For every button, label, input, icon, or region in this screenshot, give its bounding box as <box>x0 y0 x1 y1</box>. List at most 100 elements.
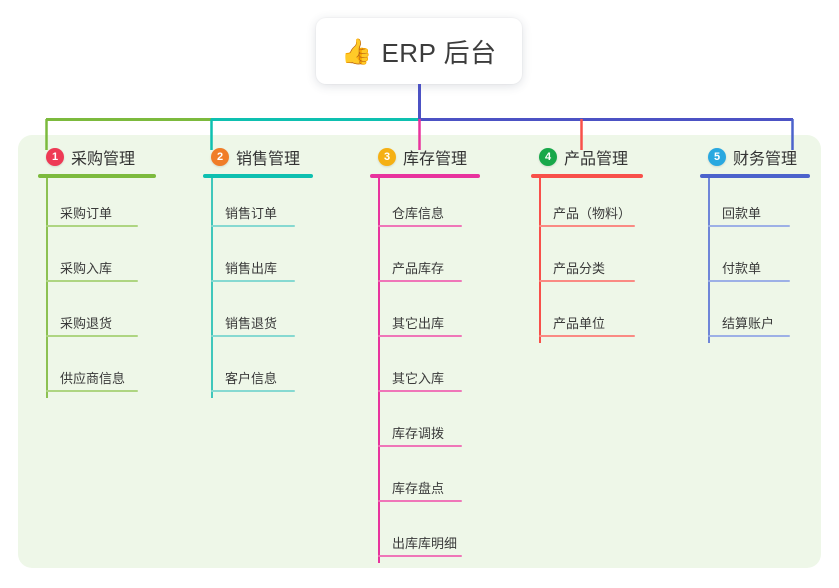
branch-spine-2 <box>211 178 213 398</box>
branch-item[interactable]: 库存调拨 <box>370 398 480 453</box>
branch-spine-3 <box>378 178 380 563</box>
branch-item[interactable]: 产品库存 <box>370 233 480 288</box>
branch-column-5: 5 财务管理回款单付款单结算账户 <box>700 145 810 343</box>
branch-item-label: 产品分类 <box>553 261 606 276</box>
branch-item[interactable]: 库存盘点 <box>370 453 480 508</box>
branch-item[interactable]: 出库库明细 <box>370 508 480 563</box>
branch-item-label: 其它入库 <box>392 371 445 386</box>
branch-item-underline <box>539 280 635 282</box>
branch-item-underline <box>211 280 295 282</box>
branch-item-underline <box>378 390 462 392</box>
branch-item-label: 其它出库 <box>392 316 445 331</box>
branch-title-2: 销售管理 <box>236 151 301 168</box>
branch-title-5: 财务管理 <box>733 151 798 168</box>
branch-item-underline <box>46 225 138 227</box>
branch-item-label: 库存盘点 <box>392 481 445 496</box>
branch-badge-3: 3 <box>378 148 396 166</box>
branch-item-label: 产品单位 <box>553 316 606 331</box>
branch-item[interactable]: 产品分类 <box>531 233 643 288</box>
branch-column-1: 1 采购管理采购订单采购入库采购退货供应商信息 <box>38 145 156 398</box>
branch-header-4[interactable]: 4 产品管理 <box>531 145 643 169</box>
branch-header-1[interactable]: 1 采购管理 <box>38 145 156 169</box>
branch-column-2: 2 销售管理销售订单销售出库销售退货客户信息 <box>203 145 313 398</box>
branches-panel <box>18 135 821 568</box>
branch-item[interactable]: 采购订单 <box>38 178 156 233</box>
branch-item-underline <box>378 445 462 447</box>
branch-item-underline <box>539 335 635 337</box>
branch-item-label: 销售订单 <box>225 206 278 221</box>
branch-item-label: 仓库信息 <box>392 206 445 221</box>
branch-item[interactable]: 付款单 <box>700 233 810 288</box>
branch-item[interactable]: 回款单 <box>700 178 810 233</box>
branch-item-underline <box>378 280 462 282</box>
branch-item-underline <box>378 555 462 557</box>
branch-item-underline <box>46 280 138 282</box>
branch-item-underline <box>539 225 635 227</box>
branch-title-4: 产品管理 <box>564 151 629 168</box>
branch-item[interactable]: 销售退货 <box>203 288 313 343</box>
branch-item[interactable]: 采购入库 <box>38 233 156 288</box>
branch-item-underline <box>46 390 138 392</box>
branch-item[interactable]: 结算账户 <box>700 288 810 343</box>
branch-badge-4: 4 <box>539 148 557 166</box>
branch-items-5: 回款单付款单结算账户 <box>700 178 810 343</box>
branch-underline-2 <box>203 174 313 178</box>
branch-header-3[interactable]: 3 库存管理 <box>370 145 480 169</box>
branch-item[interactable]: 采购退货 <box>38 288 156 343</box>
branch-header-2[interactable]: 2 销售管理 <box>203 145 313 169</box>
branch-item-underline <box>708 280 790 282</box>
branch-underline-1 <box>38 174 156 178</box>
branch-item[interactable]: 销售订单 <box>203 178 313 233</box>
branch-item-label: 回款单 <box>722 206 762 221</box>
branch-badge-5: 5 <box>708 148 726 166</box>
thumbs-up-icon: 👍 <box>341 36 373 66</box>
branch-header-5[interactable]: 5 财务管理 <box>700 145 810 169</box>
branch-underline-5 <box>700 174 810 178</box>
branch-item-label: 销售退货 <box>225 316 278 331</box>
branch-item[interactable]: 其它入库 <box>370 343 480 398</box>
branch-item-label: 采购退货 <box>60 316 113 331</box>
branch-title-3: 库存管理 <box>403 151 468 168</box>
branch-item[interactable]: 仓库信息 <box>370 178 480 233</box>
branch-spine-5 <box>708 178 710 343</box>
branch-column-4: 4 产品管理产品（物料） 产品分类产品单位 <box>531 145 643 343</box>
branch-badge-2: 2 <box>211 148 229 166</box>
branch-item[interactable]: 其它出库 <box>370 288 480 343</box>
branch-item-underline <box>378 500 462 502</box>
branch-item[interactable]: 客户信息 <box>203 343 313 398</box>
branch-item-underline <box>378 225 462 227</box>
branch-items-2: 销售订单销售出库销售退货客户信息 <box>203 178 313 398</box>
branch-underline-3 <box>370 174 480 178</box>
branch-item-underline <box>46 335 138 337</box>
branch-items-3: 仓库信息产品库存其它出库其它入库库存调拨库存盘点出库库明细 <box>370 178 480 563</box>
branch-item-underline <box>378 335 462 337</box>
branch-spine-1 <box>46 178 48 398</box>
branch-items-4: 产品（物料） 产品分类产品单位 <box>531 178 643 343</box>
branch-item-label: 采购订单 <box>60 206 113 221</box>
root-node-title: ERP 后台 <box>381 37 497 68</box>
branch-item-label: 客户信息 <box>225 371 278 386</box>
branch-item-label: 产品库存 <box>392 261 445 276</box>
branch-item[interactable]: 销售出库 <box>203 233 313 288</box>
branch-item-underline <box>211 335 295 337</box>
branch-item-label: 产品（物料） <box>553 206 632 221</box>
branch-item-underline <box>211 390 295 392</box>
branch-item-label: 结算账户 <box>722 316 775 331</box>
branch-item-underline <box>708 335 790 337</box>
branch-item-label: 采购入库 <box>60 261 113 276</box>
branch-badge-1: 1 <box>46 148 64 166</box>
branch-item-label: 付款单 <box>722 261 762 276</box>
branch-item-label: 供应商信息 <box>60 371 126 386</box>
root-node[interactable]: 👍 ERP 后台 <box>316 18 522 84</box>
branch-item-underline <box>708 225 790 227</box>
branch-underline-4 <box>531 174 643 178</box>
branch-item-label: 库存调拨 <box>392 426 445 441</box>
branch-column-3: 3 库存管理仓库信息产品库存其它出库其它入库库存调拨库存盘点出库库明细 <box>370 145 480 563</box>
branch-items-1: 采购订单采购入库采购退货供应商信息 <box>38 178 156 398</box>
branch-item[interactable]: 产品单位 <box>531 288 643 343</box>
branch-item[interactable]: 供应商信息 <box>38 343 156 398</box>
branch-item[interactable]: 产品（物料） <box>531 178 643 233</box>
branch-item-label: 出库库明细 <box>392 536 458 551</box>
branch-title-1: 采购管理 <box>71 151 136 168</box>
